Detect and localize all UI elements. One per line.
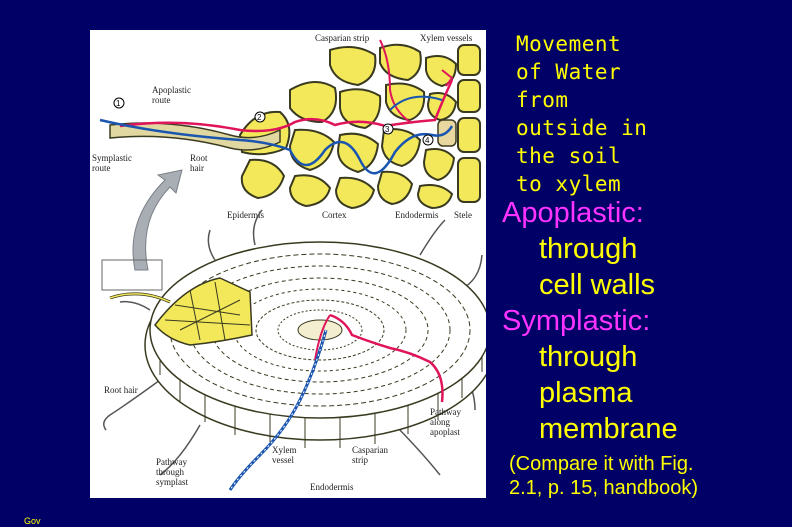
label-endodermis-bottom: Endodermis <box>310 482 354 492</box>
label-pathway-apoplast-1: Pathway <box>430 407 461 417</box>
author-credit: Gov <box>24 516 41 526</box>
label-root-hair-1: Root <box>190 153 208 163</box>
label-endodermis-top: Endodermis <box>395 210 439 220</box>
label-xylem-vessel-2: vessel <box>272 455 294 465</box>
label-apoplastic-route-1: Apoplastic <box>152 85 191 95</box>
compare-line: (Compare it with Fig. <box>509 453 694 475</box>
label-xylem-vessel-1: Xylem <box>272 445 297 455</box>
cortex-cells <box>238 43 458 210</box>
label-pathway-symplast-2: through <box>156 467 184 477</box>
label-epidermis: Epidermis <box>227 210 264 220</box>
label-casparian-strip-top: Casparian strip <box>315 33 370 43</box>
root-cross-section: Root hair Pathway along apoplast Xylem v… <box>101 209 486 492</box>
step-3-label: 3 <box>385 125 390 134</box>
magnified-section: 1 2 3 4 Casparian strip Xylem vessels Ap… <box>92 33 485 220</box>
magnify-arrow <box>132 169 183 271</box>
step-1-label: 1 <box>116 99 121 108</box>
symplastic-route-line <box>99 118 454 175</box>
label-casparian-strip-bottom-1: Casparian <box>352 445 388 455</box>
label-symplastic-route-2: route <box>92 163 111 173</box>
label-pathway-apoplast-3: apoplast <box>430 427 460 437</box>
root-diagram-svg: 1 2 3 4 Casparian strip Xylem vessels Ap… <box>92 33 486 492</box>
heading-line: to xylem <box>516 172 622 196</box>
compare-line: 2.1, p. 15, handbook) <box>509 477 699 499</box>
apoplast-pathway-line <box>329 313 444 403</box>
label-pathway-symplast-3: symplast <box>156 477 189 487</box>
label-cortex: Cortex <box>322 210 347 220</box>
heading-line: of Water <box>516 60 622 84</box>
heading-line: from <box>516 88 569 112</box>
heading-line: outside in <box>516 116 648 140</box>
symplastic-desc-line: through <box>539 341 638 373</box>
apoplastic-term: Apoplastic: <box>502 197 644 229</box>
compare-note: (Compare it with Fig. 2.1, p. 15, handbo… <box>509 452 698 500</box>
label-root-hair: Root hair <box>104 385 138 395</box>
label-root-hair-2: hair <box>190 163 204 173</box>
symplastic-desc-line: membrane <box>539 413 678 445</box>
endodermis-cells <box>457 44 481 203</box>
label-pathway-apoplast-2: along <box>430 417 450 427</box>
apoplastic-desc-line: cell walls <box>539 269 656 301</box>
step-4-label: 4 <box>425 136 430 145</box>
heading-line: the soil <box>516 144 622 168</box>
label-symplastic-route-1: Symplastic <box>92 153 132 163</box>
slide-heading: Movement of Water from outside in the so… <box>516 30 647 198</box>
label-apoplastic-route-2: route <box>152 95 171 105</box>
label-casparian-strip-bottom-2: strip <box>352 455 369 465</box>
route-step-markers <box>113 97 434 146</box>
apoplastic-route-line <box>119 79 454 133</box>
label-pathway-symplast-1: Pathway <box>156 457 187 467</box>
label-stele: Stele <box>454 210 472 220</box>
step-2-label: 2 <box>257 113 262 122</box>
root-water-movement-figure: 1 2 3 4 Casparian strip Xylem vessels Ap… <box>90 30 486 498</box>
apoplastic-desc-line: through <box>539 233 638 265</box>
symplastic-term: Symplastic: <box>502 305 651 337</box>
highlighted-wedge <box>154 277 253 346</box>
symplastic-desc-line: plasma <box>539 377 633 409</box>
label-xylem-vessels: Xylem vessels <box>420 33 473 43</box>
heading-line: Movement <box>516 32 622 56</box>
